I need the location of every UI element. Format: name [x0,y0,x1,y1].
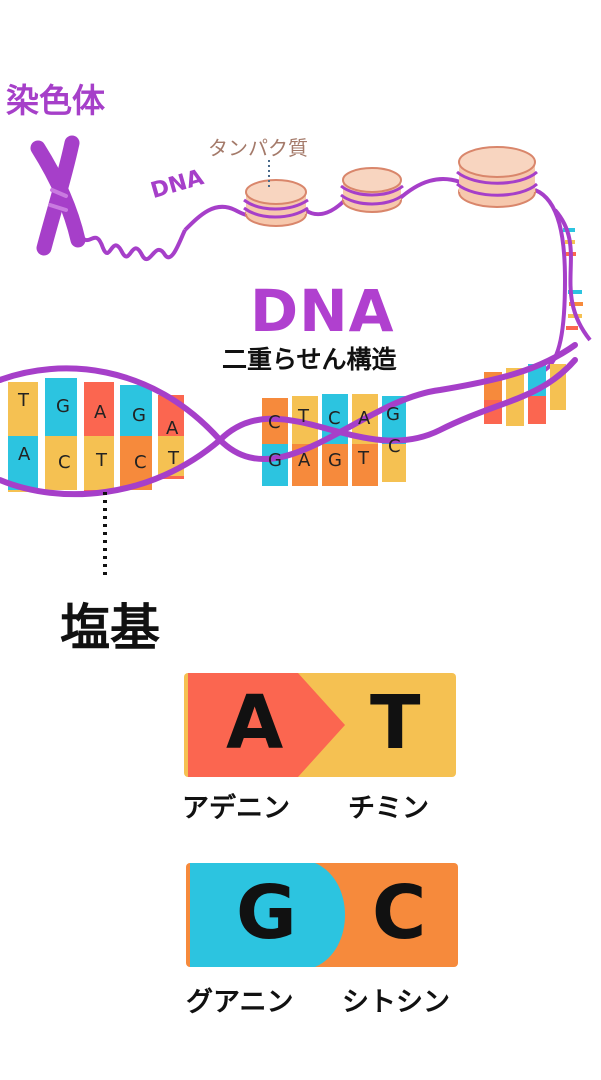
chromosome-label: 染色体 [6,81,105,120]
helix-letter: C [268,412,281,433]
base-letter-guanine: G [236,870,297,956]
base-letter-cytosine: C [372,870,427,956]
base-label: 塩基 [60,599,160,657]
helix-letter: A [94,402,107,423]
helix-letter: C [388,436,401,457]
base-name-adenine: アデニン [182,793,290,824]
helix-letter: T [96,450,107,471]
helix-letter: C [58,452,71,473]
helix-letter: G [386,404,400,425]
pair-at [184,673,456,777]
helix-letter: T [168,448,179,469]
nucleosome [243,179,309,227]
double-helix-label: 二重らせん構造 [222,345,397,374]
helix-left-bars [8,378,184,492]
helix-letter: A [166,418,179,439]
helix-letter: G [56,396,70,417]
pair-gc [186,863,458,967]
base-letter-thymine: T [370,680,421,766]
dna-thread [183,177,568,372]
base-name-guanine: グアニン [186,987,294,1018]
helix-letter: A [358,408,371,429]
helix-letter: A [298,450,311,471]
nucleosome [456,146,538,208]
chromosome-icon [30,135,86,256]
right-helix [553,208,592,342]
protein-label: タンパク質 [208,136,308,160]
helix-letter: G [328,450,342,471]
nucleosome [340,167,404,213]
base-name-thymine: チミン [348,793,429,824]
base-letter-adenine: A [226,680,284,766]
helix-letter: A [18,444,31,465]
base-name-cytosine: シトシン [342,987,450,1018]
helix-letter: T [358,448,369,469]
dna-title: DNA [250,277,395,345]
helix-letter: C [328,408,341,429]
helix-middle-bars [262,394,406,486]
dna-coil [78,229,187,262]
helix-letter: T [18,390,29,411]
helix-letter: G [132,405,146,426]
helix-letter: T [298,406,309,427]
helix-letter: C [134,452,147,473]
helix-letter: G [268,450,282,471]
